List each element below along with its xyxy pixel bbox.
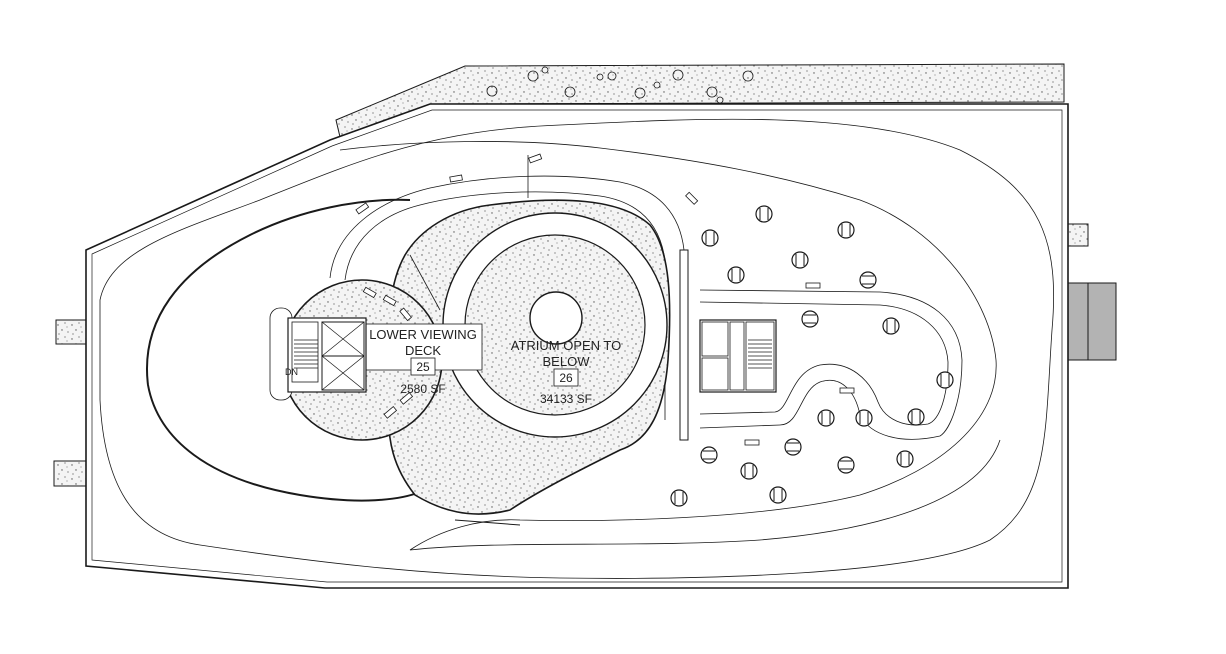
room-26-name-line2: BELOW: [543, 354, 591, 369]
partition-wall: [679, 249, 689, 441]
room-26-name-line1: ATRIUM OPEN TO: [511, 338, 622, 353]
stair-down-label: DN: [285, 367, 298, 377]
ramp-line-1: [454, 519, 521, 526]
room-25-number: 25: [416, 360, 430, 374]
room-26-number: 26: [559, 371, 573, 385]
building-outline-inner: [91, 109, 1063, 583]
atrium-core: [529, 291, 583, 345]
walkway-band: [344, 191, 666, 420]
room-26-area: 34133 SF: [540, 392, 592, 406]
planter-shrubs: [486, 66, 754, 104]
wall-stub-left-upper: [55, 319, 87, 345]
west-core: [287, 317, 367, 393]
east-walkway: [699, 289, 963, 440]
walkway-band-outer: [329, 175, 685, 438]
wall-stub-right: [1065, 223, 1089, 247]
contour-middle: [339, 141, 1001, 551]
room-25-number-box: [410, 357, 436, 376]
column-marker-bars: [674, 208, 950, 504]
west-stair-treads: [294, 339, 318, 369]
contour-outer: [99, 118, 1055, 579]
east-stair-treads: [748, 339, 772, 369]
ramp-line-3: [409, 254, 441, 311]
wall-stub-left-lower: [53, 460, 87, 487]
room-25-area: 2580 SF: [400, 382, 445, 396]
light-slots: [355, 153, 855, 446]
room-26-number-box: [553, 368, 579, 387]
equipment-box: [1067, 282, 1117, 361]
room-25-name-line1: LOWER VIEWING: [369, 327, 477, 342]
room-25-name-line2: DECK: [405, 343, 441, 358]
lower-floor-oval: [146, 198, 421, 502]
east-walkway-inner: [699, 301, 949, 426]
